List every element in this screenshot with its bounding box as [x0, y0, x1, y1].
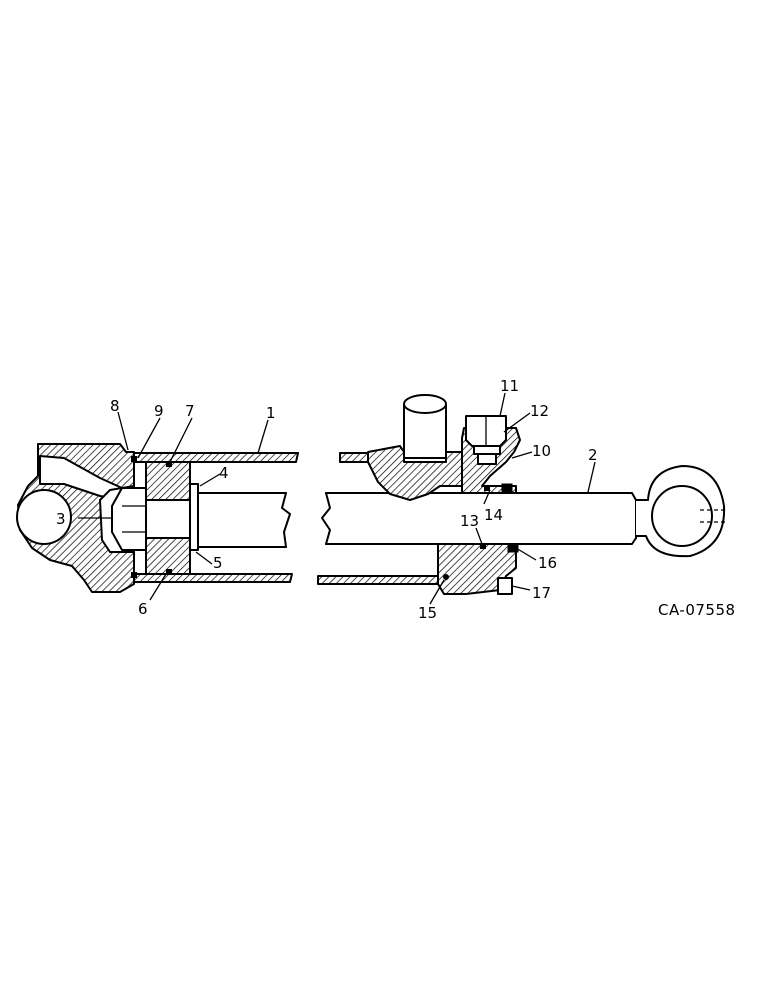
callout-15: 15	[418, 604, 437, 622]
callout-14: 14	[484, 506, 503, 524]
callout-5: 5	[213, 554, 223, 572]
rod-seal-13	[480, 544, 486, 549]
port-tube	[403, 404, 447, 459]
base-seal	[131, 456, 137, 462]
callout-1: 1	[266, 404, 276, 422]
rod-wiper-seal	[501, 483, 513, 494]
callout-16: 16	[538, 554, 557, 572]
wear-ring	[189, 483, 199, 551]
callout-11: 11	[500, 377, 519, 395]
head-o-ring	[443, 574, 449, 580]
figure-code: CA-07558	[658, 601, 736, 619]
rod-seal-lower	[507, 543, 519, 553]
callout-10: 10	[532, 442, 551, 460]
callout-7: 7	[185, 402, 195, 420]
callout-4: 4	[219, 464, 229, 482]
head-seal-14	[484, 486, 490, 491]
leader-lines	[78, 392, 596, 605]
callout-labels: 1 2 3 4 5 6 7 8 9 10 11 12 13 14 15 16 1…	[56, 377, 598, 622]
rod-eye-bore	[651, 485, 713, 547]
callout-17: 17	[532, 584, 551, 602]
tube-top-wall-right	[339, 452, 369, 463]
piston-nut	[111, 487, 147, 551]
cylinder-tube-bottom-wall	[133, 573, 293, 583]
cylinder-rod-end	[317, 394, 726, 595]
piston-seal-top	[166, 462, 172, 467]
callout-9: 9	[154, 402, 164, 420]
port-tube-top	[403, 394, 447, 414]
bleed-screw-washer	[473, 445, 501, 455]
base-seal-bottom	[131, 572, 137, 578]
cylinder-tube-top-wall	[133, 452, 299, 463]
callout-8: 8	[110, 397, 120, 415]
piston-seal-bottom	[166, 569, 172, 574]
pin-bore	[16, 489, 72, 545]
piston-rod	[325, 492, 637, 545]
piston-rod-left	[197, 492, 287, 548]
retaining-ring	[497, 577, 513, 595]
cylinder-base-end	[16, 443, 299, 593]
callout-13: 13	[460, 512, 479, 530]
callout-3: 3	[56, 510, 66, 528]
tube-bottom-wall-right	[317, 575, 445, 585]
callout-12: 12	[530, 402, 549, 420]
callout-2: 2	[588, 446, 598, 464]
callout-6: 6	[138, 600, 148, 618]
